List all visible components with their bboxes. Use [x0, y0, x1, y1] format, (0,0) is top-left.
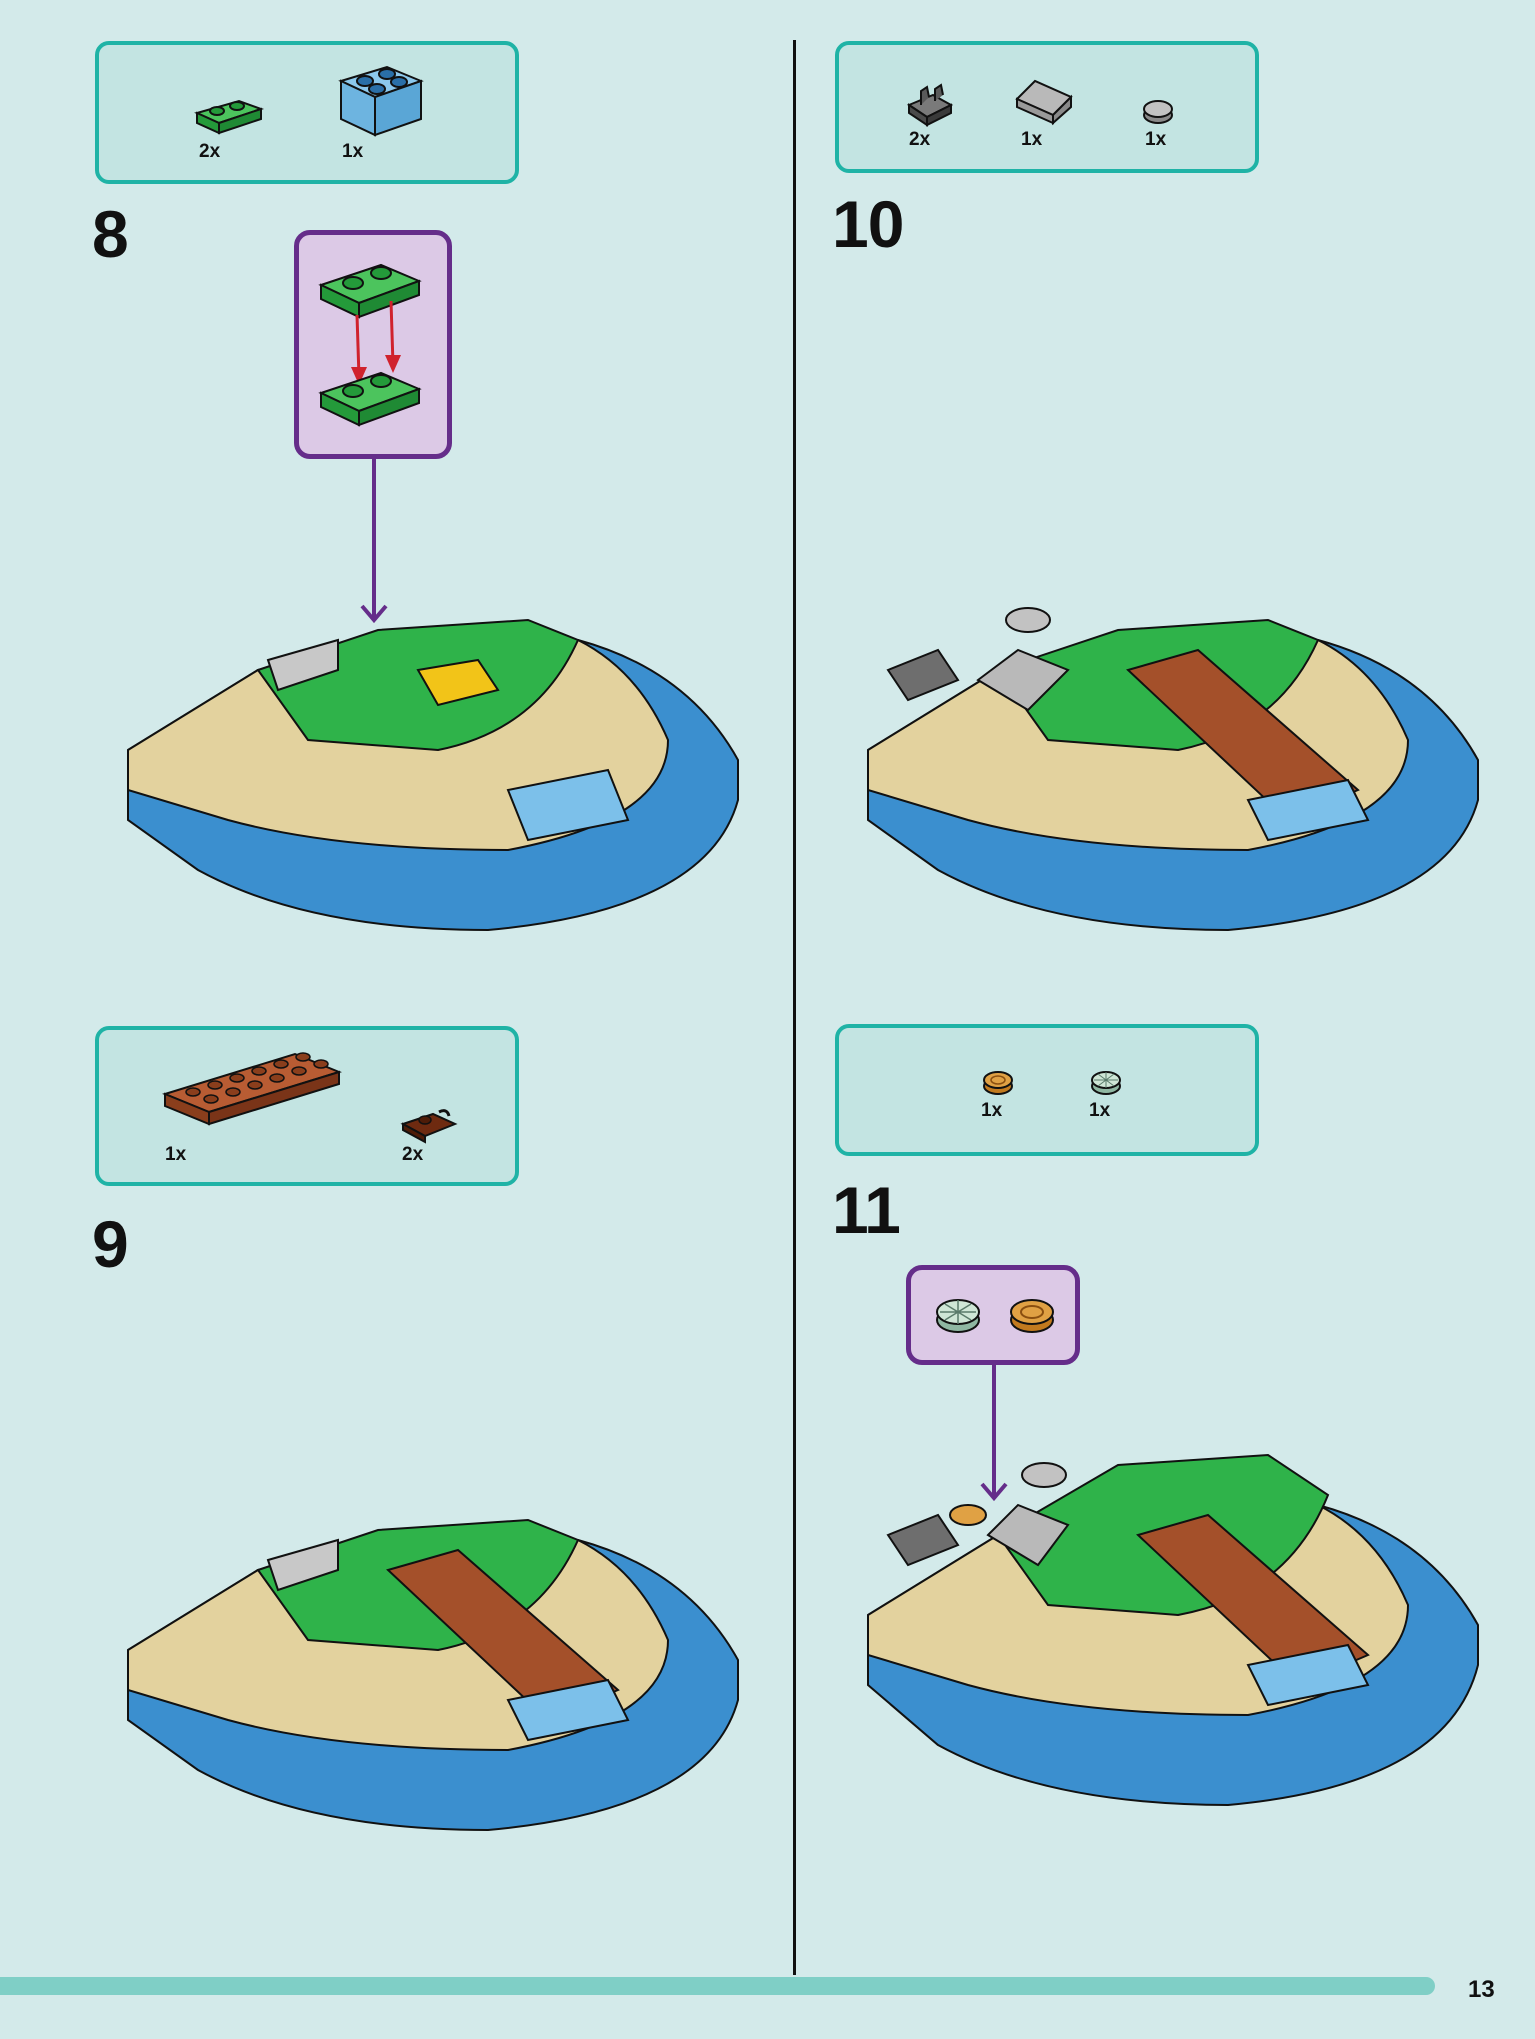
blue-brick-2x2-icon	[338, 65, 424, 137]
gold-coin-tile-icon	[983, 1071, 1013, 1095]
part-quantity: 1x	[981, 1100, 1003, 1121]
gray-slope-icon	[1015, 79, 1073, 126]
part-quantity: 1x	[1089, 1100, 1111, 1121]
sub-assembly-callout	[906, 1265, 1080, 1365]
build-model-step-10	[867, 607, 1479, 932]
brown-plate-2x6-icon	[162, 1052, 342, 1126]
build-model-step-11	[867, 1453, 1479, 1807]
plate-stack-icon	[318, 263, 422, 427]
spider-web-tile-icon	[1091, 1071, 1121, 1095]
step-number: 8	[92, 197, 129, 271]
column-divider	[793, 40, 796, 1975]
parts-list-step-8: 2x 1x	[95, 41, 519, 184]
page-number: 13	[1468, 1976, 1495, 2003]
step-number: 10	[832, 187, 904, 261]
callout-pointer-arrow	[980, 1364, 1008, 1502]
dark-gray-clip-icon	[906, 83, 954, 127]
step-number: 11	[832, 1173, 901, 1247]
part-quantity: 2x	[199, 141, 221, 162]
sub-assembly-callout	[294, 230, 452, 459]
parts-list-step-9: 1x 2x	[95, 1026, 519, 1186]
step-number: 9	[92, 1207, 129, 1281]
gold-coin-tile-icon	[1010, 1299, 1054, 1333]
part-quantity: 1x	[165, 1144, 187, 1165]
progress-bar	[0, 1977, 1435, 1995]
part-quantity: 1x	[342, 141, 364, 162]
green-plate-1x2-icon	[194, 99, 265, 135]
dark-brown-clip-plate-icon	[400, 1109, 458, 1144]
gray-round-tile-icon	[1143, 100, 1173, 124]
parts-list-step-10: 2x 1x 1x	[835, 41, 1259, 173]
build-model-step-9	[127, 1518, 739, 1832]
callout-pointer-arrow	[360, 458, 388, 624]
part-quantity: 2x	[402, 1144, 424, 1165]
part-quantity: 1x	[1145, 129, 1167, 150]
build-model-step-8	[127, 618, 739, 932]
part-quantity: 1x	[1021, 129, 1043, 150]
parts-list-step-11: 1x 1x	[835, 1024, 1259, 1156]
part-quantity: 2x	[909, 129, 931, 150]
spider-web-tile-icon	[936, 1299, 980, 1333]
